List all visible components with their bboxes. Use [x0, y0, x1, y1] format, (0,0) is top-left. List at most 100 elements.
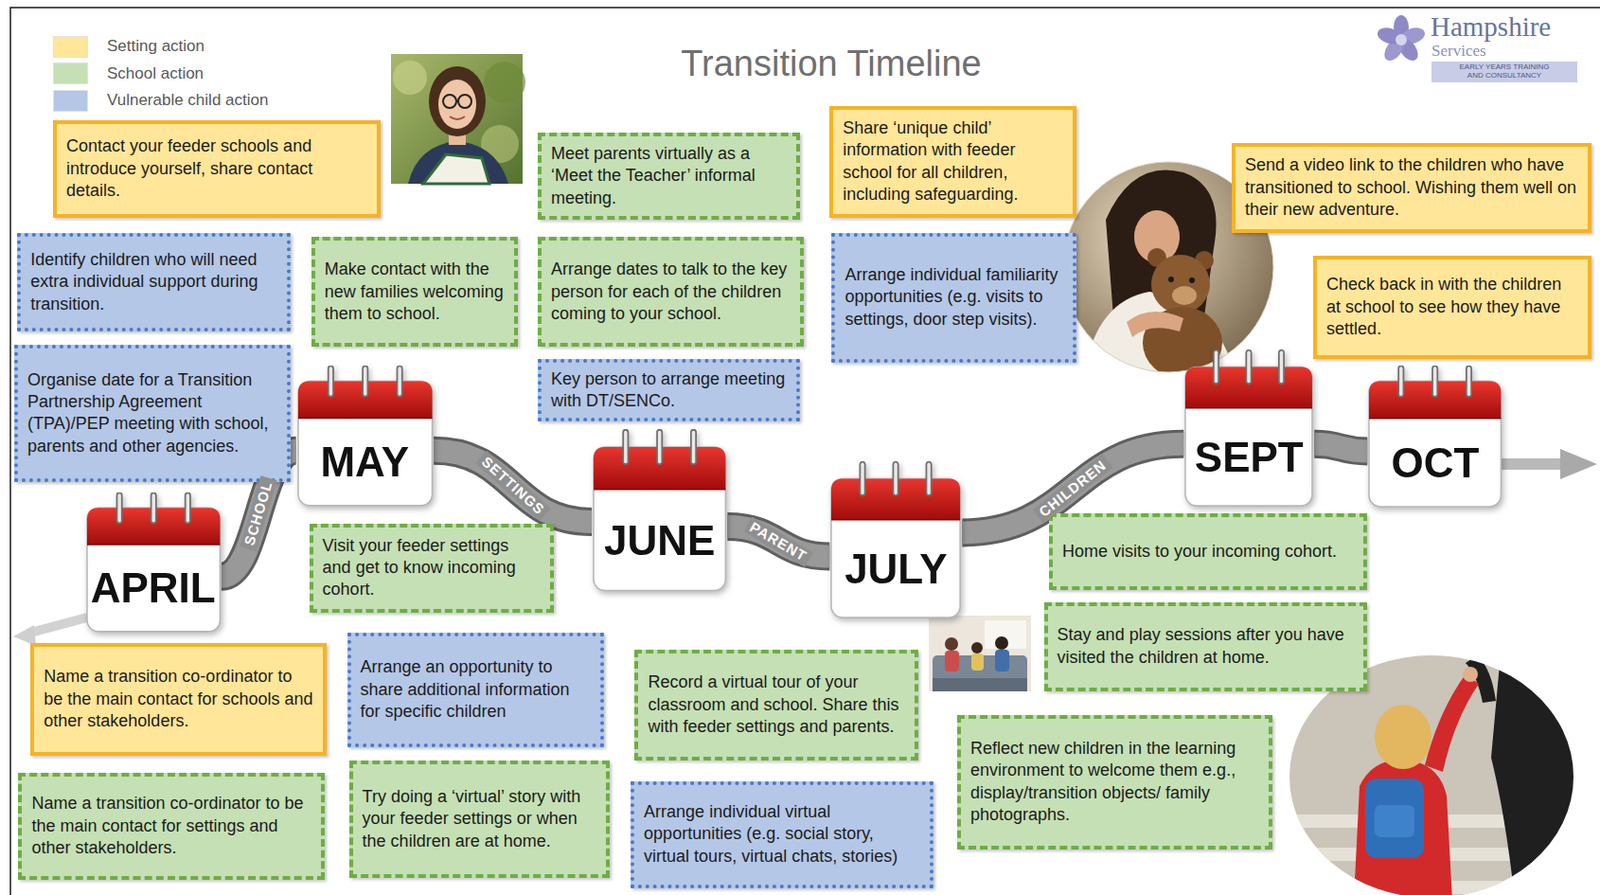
month-name: OCT	[1367, 440, 1503, 486]
road-label: PARENT	[744, 515, 815, 567]
action-text: Organise date for a Transition Partnersh…	[27, 369, 278, 459]
calendar-ring	[1467, 368, 1472, 394]
calendar-ring	[361, 368, 369, 394]
calendar-ring	[1245, 352, 1253, 381]
action-box: Stay and play sessions after you have vi…	[1044, 602, 1369, 692]
action-box: Arrange dates to talk to the key person …	[537, 236, 804, 347]
teacher-photo	[391, 53, 526, 184]
logo-text: Services	[1431, 41, 1487, 61]
action-text: Arrange individual familiarity opportuni…	[844, 264, 1064, 331]
road-edge	[433, 450, 592, 522]
action-box: Try doing a ‘virtual’ story with your fe…	[349, 760, 611, 878]
calendar-ring	[1431, 368, 1439, 394]
calendar-ring	[1280, 352, 1284, 381]
timeline-road	[727, 526, 830, 556]
calendar-outline	[85, 492, 222, 634]
road-surface	[433, 450, 592, 522]
calendar-ring	[397, 368, 402, 394]
calendar-band-edge	[87, 543, 220, 546]
action-box: Share ‘unique child’ information with fe…	[829, 106, 1077, 218]
month-name: SEPT	[1183, 434, 1315, 480]
legend-text: Setting action	[106, 36, 205, 56]
calendar-ring	[692, 431, 696, 462]
calendar-band-edge	[1368, 417, 1501, 420]
calendar-outline	[1367, 365, 1503, 509]
timeline-road	[1314, 444, 1368, 452]
action-text: Reflect new children in the learning env…	[970, 737, 1260, 827]
calendar-band-edge	[1185, 407, 1313, 409]
action-box: Reflect new children in the learning env…	[957, 714, 1273, 850]
calendar-ring	[1433, 368, 1438, 394]
action-text: Key person to arrange meeting with DT/SE…	[551, 368, 787, 413]
calendar-outline	[591, 428, 728, 592]
action-box: Arrange an opportunity to share addition…	[347, 632, 605, 747]
calendar-ring	[1465, 368, 1473, 394]
calendar-ring	[117, 494, 122, 520]
calendar-ring	[363, 368, 368, 394]
calendar-ring	[656, 431, 663, 462]
calendar-band-edge	[831, 518, 960, 521]
action-box: Home visits to your incoming cohort.	[1048, 513, 1368, 590]
calendar-ring	[925, 464, 933, 494]
calendar-ring	[183, 494, 191, 520]
action-text: Stay and play sessions after you have vi…	[1057, 623, 1355, 669]
calendar-ring	[185, 494, 190, 520]
month-name: MAY	[296, 439, 435, 485]
month-calendar: JULY	[829, 461, 962, 620]
calendar-ring	[623, 431, 628, 462]
action-box: Identify children who will need extra in…	[17, 232, 291, 333]
calendar-ring	[859, 464, 867, 494]
action-box: Meet parents virtually as a ‘Meet the Te…	[537, 132, 800, 220]
calendar-ring	[927, 464, 932, 494]
action-text: Share ‘unique child’ information with fe…	[842, 117, 1064, 207]
legend-item: Setting action	[53, 33, 268, 61]
road-surface	[1314, 444, 1368, 452]
calendar-outline	[296, 365, 435, 508]
legend-text: Vulnerable child action	[106, 90, 268, 110]
legend-swatch	[53, 62, 89, 85]
action-box: Name a transition co-ordinator to be the…	[17, 772, 324, 880]
logo-text: Hampshire	[1430, 11, 1551, 43]
calendar-ring	[326, 368, 334, 394]
action-text: Identify children who will need extra in…	[30, 248, 278, 316]
month-calendar: OCT	[1367, 365, 1503, 509]
action-text: Visit your feeder settings and get to kn…	[322, 534, 542, 602]
diagram-title: Transition Timeline	[594, 43, 1068, 85]
calendar-ring	[1247, 352, 1252, 381]
action-text: Arrange an opportunity to share addition…	[360, 656, 592, 723]
action-box: Check back in with the children at schoo…	[1313, 255, 1592, 360]
action-box: Make contact with the new families welco…	[311, 236, 519, 347]
calendar-band-edge	[593, 488, 726, 491]
calendar-ring	[151, 494, 156, 520]
month-name: APRIL	[85, 565, 222, 611]
action-text: Home visits to your incoming cohort.	[1062, 540, 1354, 563]
action-text: Send a video link to the children who ha…	[1244, 154, 1580, 221]
logo-flower	[1375, 15, 1427, 65]
calendar-ring	[690, 431, 697, 462]
action-text: Check back in with the children at schoo…	[1326, 273, 1579, 340]
action-text: Try doing a ‘virtual’ story with your fe…	[362, 785, 598, 853]
month-calendar: JUNE	[591, 428, 728, 592]
calendar-ring	[892, 464, 900, 494]
month-calendar: APRIL	[85, 492, 222, 634]
calendar-outline	[829, 461, 962, 620]
action-box: Arrange individual familiarity opportuni…	[831, 232, 1077, 363]
road-surface	[727, 526, 830, 556]
road-edge	[727, 526, 830, 556]
calendar-ring	[894, 464, 899, 494]
road-label: CHILDREN	[1032, 453, 1113, 522]
legend-item: School action	[53, 60, 268, 89]
action-box: Send a video link to the children who ha…	[1231, 142, 1593, 233]
month-name: JULY	[829, 546, 962, 592]
calendar-ring	[115, 494, 123, 520]
road-edge	[1314, 444, 1368, 452]
action-text: Name a transition co-ordinator to be the…	[43, 665, 314, 732]
calendar-ring	[1278, 352, 1285, 381]
calendar-ring	[622, 431, 629, 462]
legend-swatch	[53, 89, 89, 112]
calendar-ring	[1212, 352, 1220, 381]
month-calendar: SEPT	[1183, 349, 1315, 508]
action-box: Visit your feeder settings and get to kn…	[309, 523, 555, 613]
action-box: Arrange individual virtual opportunities…	[630, 781, 934, 889]
calendar-band-edge	[298, 417, 433, 420]
